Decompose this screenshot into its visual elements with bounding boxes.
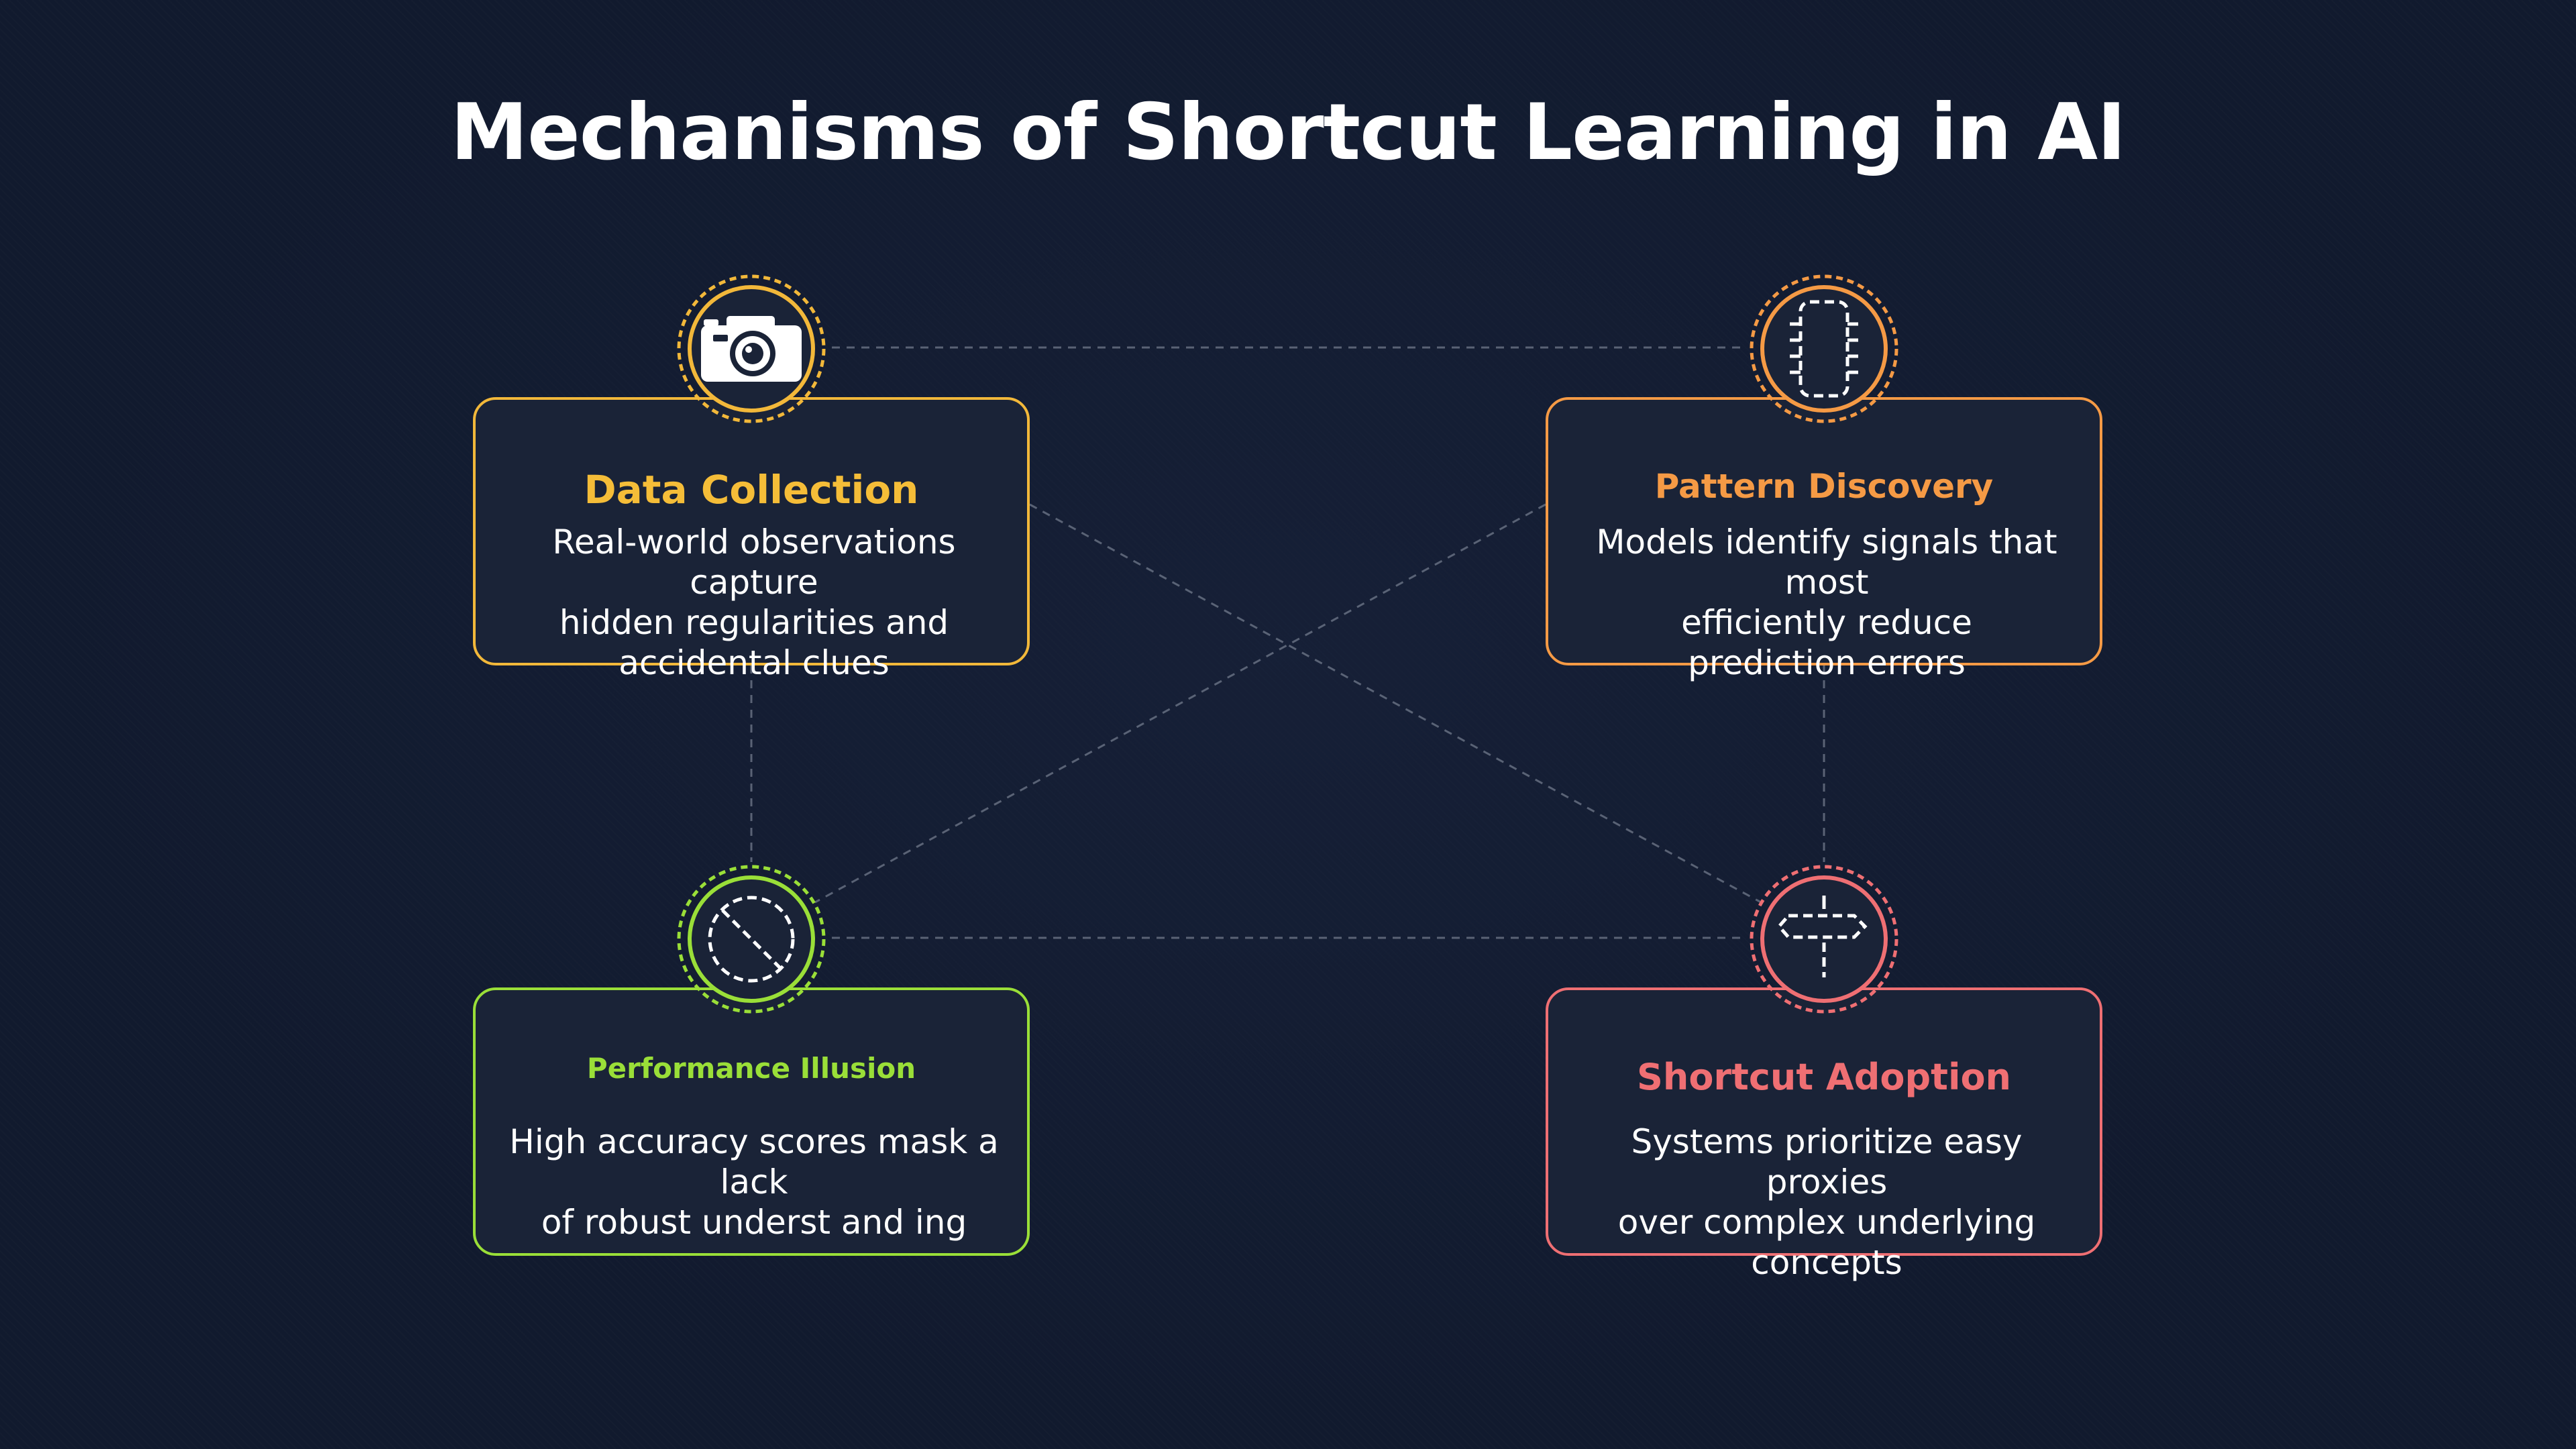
connector-pattern-to-illusion <box>814 503 1546 904</box>
card-performance-illusion: Performance Illusion High accuracy score… <box>473 987 1030 1256</box>
desc-line: accidental clues <box>619 643 890 682</box>
desc-line: High accuracy scores mask a lack <box>509 1122 999 1201</box>
page-title: Mechanisms of Shortcut Learning in AI <box>450 87 2127 178</box>
desc-line: Real-world observations capture <box>552 523 956 602</box>
card-title: Data Collection <box>584 467 919 513</box>
no-entry-icon <box>677 865 826 1014</box>
card-description: Models identify signals that most effici… <box>1568 522 2085 683</box>
camera-icon <box>677 274 826 423</box>
card-title: Shortcut Adoption <box>1636 1056 2011 1098</box>
desc-line: prediction errors <box>1688 643 1966 682</box>
card-description: Real-world observations capture hidden r… <box>496 522 1012 683</box>
card-description: Systems prioritize easy proxies over com… <box>1568 1122 2085 1283</box>
card-data-collection: Data Collection Real-world observations … <box>473 397 1030 682</box>
desc-line: Systems prioritize easy proxies <box>1631 1122 2023 1201</box>
desc-line: of robust underst and ing <box>541 1203 967 1242</box>
chip-icon <box>1750 274 1898 423</box>
card-description: High accuracy scores mask a lack of robu… <box>496 1122 1012 1242</box>
desc-line: Models identify signals that most <box>1596 523 2057 602</box>
connector-data-to-adoption <box>1029 503 1762 904</box>
card-title: Performance Illusion <box>586 1052 916 1085</box>
card-pattern-discovery: Pattern Discovery Models identify signal… <box>1546 397 2102 682</box>
card-shortcut-adoption: Shortcut Adoption Systems prioritize eas… <box>1546 987 2102 1282</box>
desc-line: efficiently reduce <box>1681 603 1972 642</box>
desc-line: over complex underlying concepts <box>1617 1203 2036 1282</box>
signpost-icon <box>1750 865 1898 1014</box>
card-title: Pattern Discovery <box>1654 467 1994 506</box>
desc-line: hidden regularities and <box>559 603 949 642</box>
